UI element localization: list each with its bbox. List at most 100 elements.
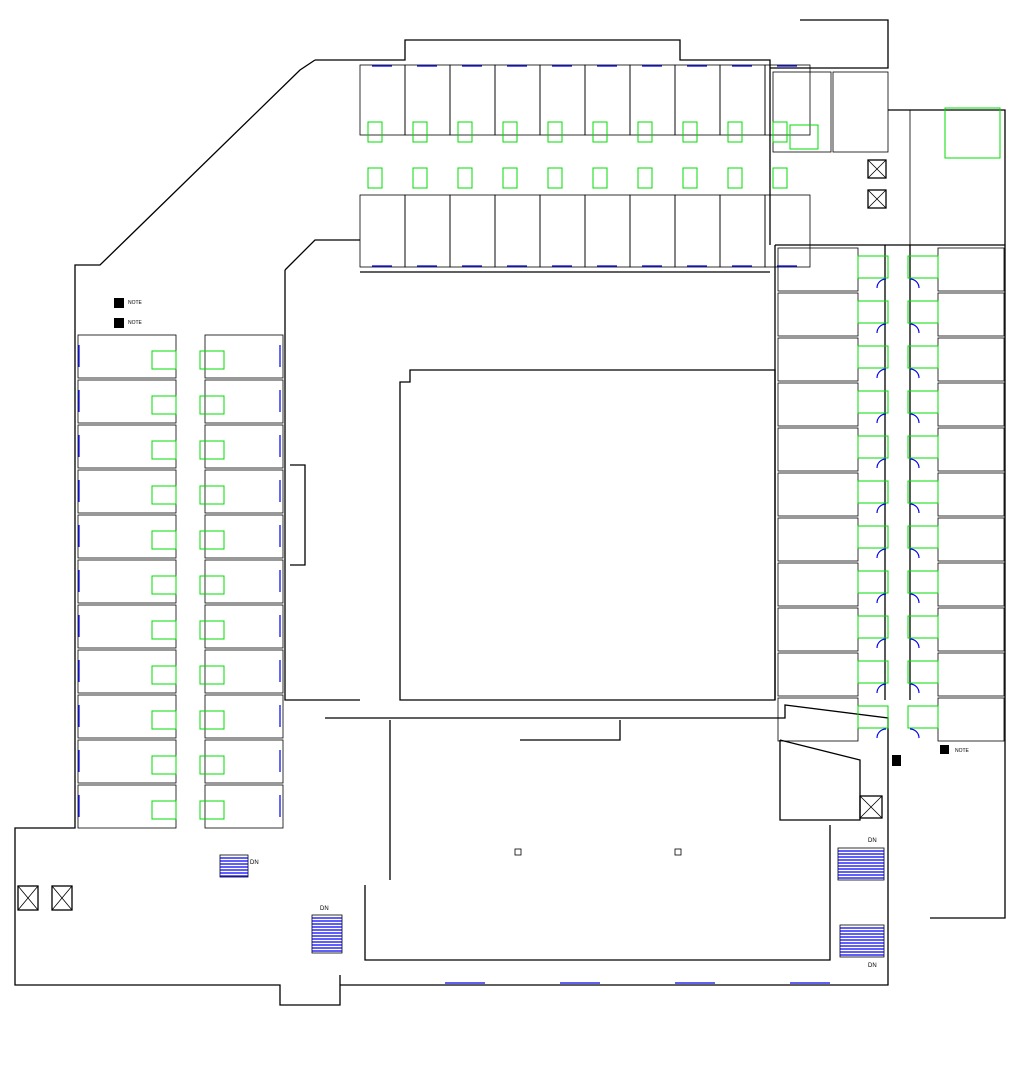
room	[937, 562, 1005, 607]
window	[78, 390, 281, 412]
room	[777, 382, 859, 427]
room	[777, 652, 859, 697]
toilet-fixture	[151, 755, 177, 775]
bathroom-fixtures	[151, 107, 1001, 820]
room	[77, 559, 177, 604]
toilet-fixture	[727, 167, 743, 189]
room	[832, 71, 889, 153]
stair-label: DN	[868, 963, 877, 969]
room	[204, 379, 284, 424]
door-swing	[876, 683, 920, 694]
toilet-fixture	[199, 665, 225, 685]
door-swing	[876, 413, 920, 424]
room	[777, 517, 859, 562]
room	[629, 194, 676, 268]
room	[77, 469, 177, 514]
toilet-fixture	[907, 255, 939, 279]
toilet-fixture	[682, 167, 698, 189]
room	[204, 694, 284, 739]
room	[777, 427, 859, 472]
room	[77, 784, 177, 829]
room	[204, 424, 284, 469]
room	[204, 469, 284, 514]
toilet-fixture	[907, 345, 939, 369]
toilet-fixture	[199, 395, 225, 415]
room	[777, 337, 859, 382]
toilet-fixture	[199, 350, 225, 370]
toilet-fixture	[907, 705, 939, 729]
room	[777, 562, 859, 607]
toilet-fixture	[857, 390, 889, 414]
toilet-fixture	[151, 485, 177, 505]
toilet-fixture	[199, 440, 225, 460]
toilet-fixture	[857, 525, 889, 549]
toilet-fixture	[457, 167, 473, 189]
toilet-fixture	[592, 167, 608, 189]
room	[204, 514, 284, 559]
toilet-fixture	[199, 800, 225, 820]
window	[78, 345, 281, 367]
window	[78, 525, 281, 547]
toilet-fixture	[907, 570, 939, 594]
toilet-fixture	[727, 121, 743, 143]
toilet-fixture	[151, 665, 177, 685]
toilet-fixture	[772, 121, 788, 143]
room	[937, 607, 1005, 652]
room	[584, 194, 631, 268]
room	[359, 194, 406, 268]
toilet-fixture	[199, 710, 225, 730]
toilet-fixture	[547, 121, 563, 143]
room	[772, 71, 832, 153]
toilet-fixture	[502, 121, 518, 143]
room	[404, 194, 451, 268]
room	[77, 649, 177, 694]
toilet-fixture	[907, 435, 939, 459]
window	[78, 750, 281, 772]
window	[642, 65, 662, 267]
window	[78, 615, 281, 637]
room	[204, 334, 284, 379]
toilet-fixture	[857, 570, 889, 594]
room	[937, 472, 1005, 517]
toilet-fixture	[857, 615, 889, 639]
toilet-fixture	[151, 575, 177, 595]
toilet-fixture	[151, 800, 177, 820]
room	[719, 194, 766, 268]
room	[937, 382, 1005, 427]
toilet-fixture	[199, 485, 225, 505]
room	[449, 194, 496, 268]
room	[674, 194, 721, 268]
toilet-fixture	[857, 345, 889, 369]
toilet-fixture	[944, 107, 1001, 159]
toilet-fixture	[199, 530, 225, 550]
room	[77, 739, 177, 784]
toilet-fixture	[151, 350, 177, 370]
room	[937, 337, 1005, 382]
room	[77, 379, 177, 424]
door-swing	[876, 638, 920, 649]
stair-label: DN	[250, 860, 259, 866]
window	[597, 65, 617, 267]
toilet-fixture	[151, 620, 177, 640]
note-text: NOTE	[955, 748, 970, 754]
door-swing	[876, 458, 920, 469]
room	[204, 784, 284, 829]
room	[204, 559, 284, 604]
toilet-fixture	[907, 615, 939, 639]
window	[78, 660, 281, 682]
window	[462, 65, 482, 267]
toilet-fixture	[772, 167, 788, 189]
room	[937, 652, 1005, 697]
window	[417, 65, 437, 267]
stair	[219, 854, 249, 878]
column	[674, 848, 682, 856]
room	[77, 604, 177, 649]
toilet-fixture	[151, 530, 177, 550]
room	[777, 292, 859, 337]
toilet-fixture	[907, 480, 939, 504]
room	[204, 604, 284, 649]
toilet-fixture	[907, 660, 939, 684]
notes: NOTE NOTE NOTE	[114, 298, 970, 766]
room	[77, 334, 177, 379]
